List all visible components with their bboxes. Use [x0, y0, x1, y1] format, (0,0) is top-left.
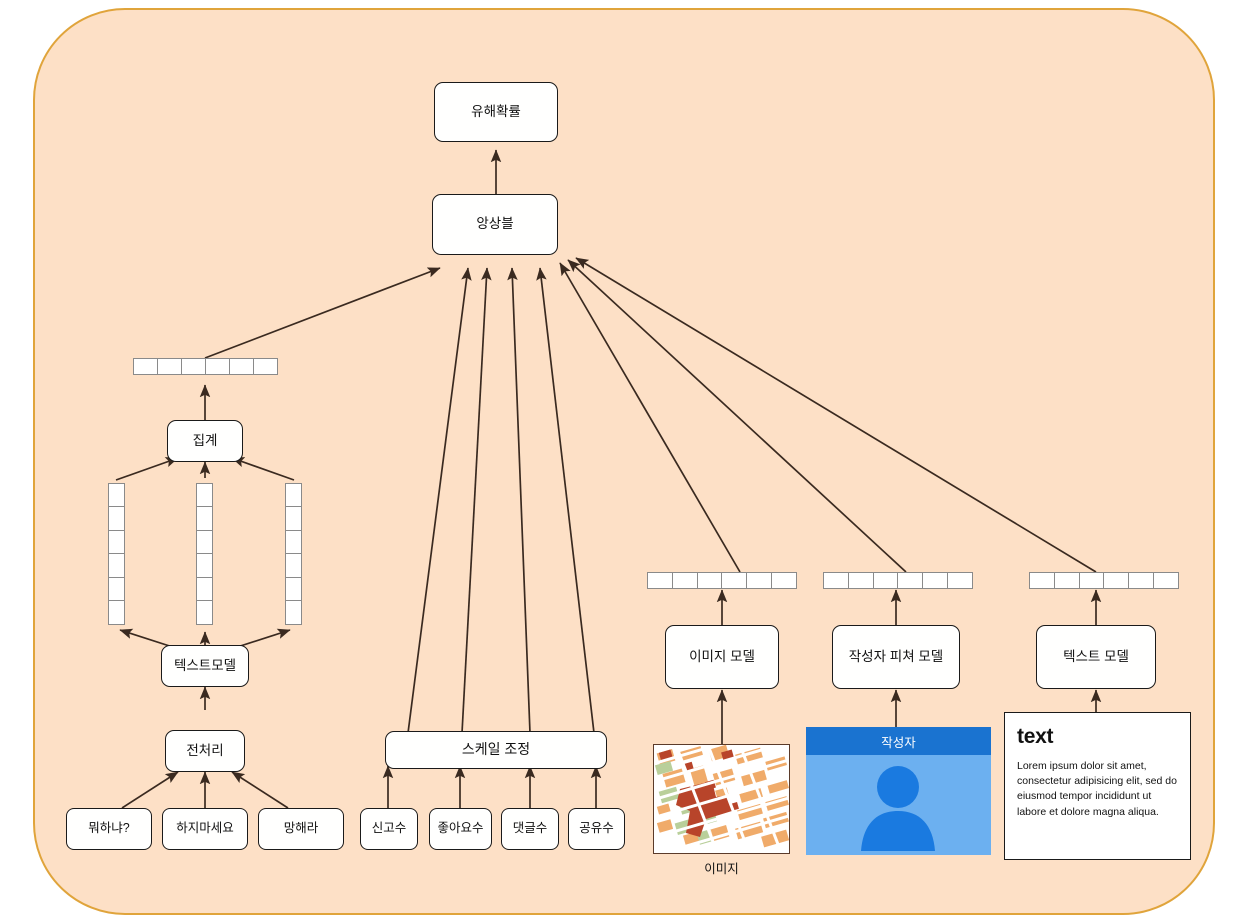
- vector-cell: [1053, 572, 1080, 589]
- vector-cell: [108, 553, 125, 579]
- vector-cell: [285, 600, 302, 625]
- vector-image-feature: [647, 572, 797, 589]
- vector-cell: [196, 529, 213, 555]
- vector-cell: [1152, 572, 1179, 589]
- leaf-metric-2-label: 댓글수: [512, 821, 548, 836]
- vector-aggregate-output: [133, 358, 278, 375]
- text-card-body: Lorem ipsum dolor sit amet, consectetur …: [1017, 760, 1177, 818]
- vector-cell: [922, 572, 949, 589]
- leaf-metric-0-label: 신고수: [371, 821, 407, 836]
- vector-cell: [133, 358, 159, 375]
- vector-author-feature: [823, 572, 973, 589]
- vector-cell: [204, 358, 231, 375]
- vector-cell: [1128, 572, 1155, 589]
- vector-cell: [897, 572, 924, 589]
- image-caption: 이미지: [704, 862, 739, 876]
- vector-cell: [285, 483, 302, 508]
- vector-cell: [847, 572, 874, 589]
- leaf-metric-3-label: 공유수: [579, 821, 614, 836]
- node-preprocess[interactable]: 전처리: [165, 730, 245, 772]
- vector-cell: [156, 358, 183, 375]
- node-text-model-left-label: 텍스트모델: [173, 657, 237, 673]
- node-scale-adjust-label: 스케일 조정: [461, 741, 531, 758]
- vector-cell: [721, 572, 748, 589]
- node-text-model-left[interactable]: 텍스트모델: [161, 645, 249, 687]
- vector-cell: [1078, 572, 1105, 589]
- author-card-header: 작성자: [806, 727, 991, 755]
- vector-cell: [1029, 572, 1055, 589]
- vector-cell: [285, 506, 302, 532]
- vector-text-embed-left: [108, 483, 125, 625]
- leaf-metric-2[interactable]: 댓글수: [501, 808, 559, 850]
- leaf-metric-0[interactable]: 신고수: [360, 808, 418, 850]
- vector-cell: [108, 483, 125, 508]
- vector-text-embed-right: [285, 483, 302, 625]
- map-graphic: [654, 745, 789, 853]
- node-image-model-label: 이미지 모델: [689, 648, 755, 664]
- leaf-text-2-label: 망해라: [283, 821, 319, 836]
- vector-cell: [108, 529, 125, 555]
- vector-cell: [196, 553, 213, 579]
- vector-cell: [252, 358, 278, 375]
- vector-cell: [1103, 572, 1130, 589]
- vector-cell: [671, 572, 698, 589]
- leaf-text-2[interactable]: 망해라: [258, 808, 344, 850]
- vector-cell: [108, 506, 125, 532]
- vector-cell: [946, 572, 973, 589]
- vector-cell: [285, 576, 302, 602]
- node-image-model[interactable]: 이미지 모델: [665, 625, 779, 689]
- vector-cell: [872, 572, 899, 589]
- map-thumbnail[interactable]: [653, 744, 790, 854]
- leaf-text-1[interactable]: 하지마세요: [162, 808, 248, 850]
- vector-cell: [196, 576, 213, 602]
- author-card-header-label: 작성자: [881, 735, 916, 750]
- leaf-metric-1-label: 좋아요수: [437, 821, 484, 836]
- vector-cell: [196, 506, 213, 532]
- vector-cell: [770, 572, 797, 589]
- node-aggregate[interactable]: 집계: [167, 420, 243, 462]
- node-author-feature-model-label: 작성자 피쳐 모델: [848, 648, 944, 664]
- node-output-label: 유해확률: [471, 103, 521, 119]
- vector-cell: [696, 572, 723, 589]
- text-card[interactable]: text Lorem ipsum dolor sit amet, consect…: [1004, 712, 1191, 860]
- vector-cell: [285, 553, 302, 579]
- vector-cell: [746, 572, 773, 589]
- leaf-text-0-label: 뭐하냐?: [88, 821, 130, 836]
- vector-cell: [285, 529, 302, 555]
- vector-cell: [228, 358, 255, 375]
- vector-cell: [108, 600, 125, 625]
- vector-cell: [823, 572, 849, 589]
- vector-cell: [196, 600, 213, 625]
- node-aggregate-label: 집계: [192, 432, 218, 448]
- vector-cell: [108, 576, 125, 602]
- node-output[interactable]: 유해확률: [434, 82, 558, 142]
- vector-cell: [196, 483, 213, 508]
- node-text-model-right-label: 텍스트 모델: [1063, 648, 1129, 664]
- text-card-heading: text: [1017, 725, 1054, 748]
- node-ensemble-label: 앙상블: [476, 216, 514, 232]
- author-card[interactable]: 작성자: [806, 727, 991, 855]
- vector-cell: [180, 358, 207, 375]
- node-author-feature-model[interactable]: 작성자 피쳐 모델: [832, 625, 960, 689]
- node-text-model-right[interactable]: 텍스트 모델: [1036, 625, 1156, 689]
- vector-cell: [647, 572, 673, 589]
- leaf-text-1-label: 하지마세요: [176, 821, 234, 836]
- node-ensemble[interactable]: 앙상블: [432, 194, 558, 255]
- node-scale-adjust[interactable]: 스케일 조정: [385, 731, 607, 769]
- vector-text-feature: [1029, 572, 1179, 589]
- vector-text-embed-mid: [196, 483, 213, 625]
- node-preprocess-label: 전처리: [186, 742, 224, 758]
- person-icon: [861, 766, 935, 851]
- leaf-text-0[interactable]: 뭐하냐?: [66, 808, 152, 850]
- leaf-metric-3[interactable]: 공유수: [568, 808, 625, 850]
- leaf-metric-1[interactable]: 좋아요수: [429, 808, 492, 850]
